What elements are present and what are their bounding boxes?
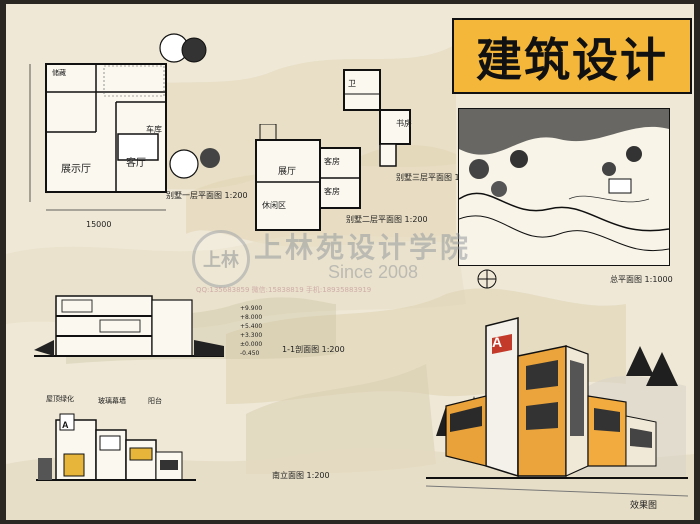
level-mark: ±0.000 xyxy=(240,341,263,348)
label-plan-2: 别墅二层平面图 1:200 xyxy=(346,215,428,224)
label-site-plan: 总平面图 1:1000 xyxy=(610,275,673,284)
perspective-sign-letter: A xyxy=(492,334,503,350)
level-marks: +9.900 +8.000 +5.400 +3.300 ±0.000 -0.45… xyxy=(240,304,262,358)
south-elevation-drawing xyxy=(36,413,196,481)
site-plan-drawing xyxy=(459,109,669,252)
label-section: 1-1剖面图 1:200 xyxy=(282,345,345,354)
site-plan xyxy=(458,108,670,266)
label-elevation: 南立面图 1:200 xyxy=(272,471,330,480)
section-drawing xyxy=(34,295,224,357)
note-roof-garden: 屋顶绿化 xyxy=(46,395,74,403)
room-label-leisure: 休闲区 xyxy=(262,201,286,210)
tree-symbol xyxy=(159,33,207,63)
label-plan-3: 别墅三层平面图 1:200 xyxy=(396,173,478,182)
room-label-study: 书房 xyxy=(396,119,412,128)
room-label-bedroom-b: 客房 xyxy=(324,187,340,196)
watermark-name-cn: 上林苑设计学院 xyxy=(254,231,472,264)
room-label-bedroom-a: 客房 xyxy=(324,157,340,166)
watermark-logo: 上林 xyxy=(192,230,250,288)
tree-symbol xyxy=(169,148,220,179)
note-glass-wall: 玻璃幕墙 xyxy=(98,397,126,405)
drawing-sheet: 建筑设计 储藏 展示厅 客厅 车库 15000 别墅一层平面图 1:200 展厅… xyxy=(6,4,694,520)
label-perspective: 效果图 xyxy=(630,501,658,511)
dimension-total: 15000 xyxy=(86,220,112,229)
north-arrow-icon xyxy=(477,269,497,289)
level-mark: +3.300 xyxy=(240,332,263,339)
room-label-dining: 客厅 xyxy=(126,158,146,169)
room-label-hall: 展厅 xyxy=(278,167,297,177)
watermark: 上林 上林苑设计学院 Since 2008 xyxy=(192,226,522,292)
room-label-wc: 卫 xyxy=(348,79,356,88)
watermark-name-en: Since 2008 xyxy=(328,262,419,282)
label-plan-1: 别墅一层平面图 1:200 xyxy=(166,191,248,200)
watermark-contact: QQ:135683859 微信:15838819 手机:18935883919 xyxy=(196,286,372,294)
room-label-living: 展示厅 xyxy=(61,164,91,175)
second-floor-plan xyxy=(255,124,361,231)
note-balcony: 阳台 xyxy=(148,397,162,405)
perspective-rendering xyxy=(426,317,688,497)
ground-floor-plan xyxy=(29,63,167,211)
room-label-garage: 车库 xyxy=(146,125,162,134)
level-mark: -0.450 xyxy=(240,350,260,357)
sign-letter: A xyxy=(62,420,69,430)
room-label-storage: 储藏 xyxy=(52,69,66,77)
level-mark: +5.400 xyxy=(240,323,263,330)
page-title: 建筑设计 xyxy=(476,33,668,87)
third-floor-plan xyxy=(343,69,411,167)
level-mark: +9.900 xyxy=(240,305,263,312)
level-mark: +8.000 xyxy=(240,314,263,321)
title-banner: 建筑设计 xyxy=(452,18,692,94)
